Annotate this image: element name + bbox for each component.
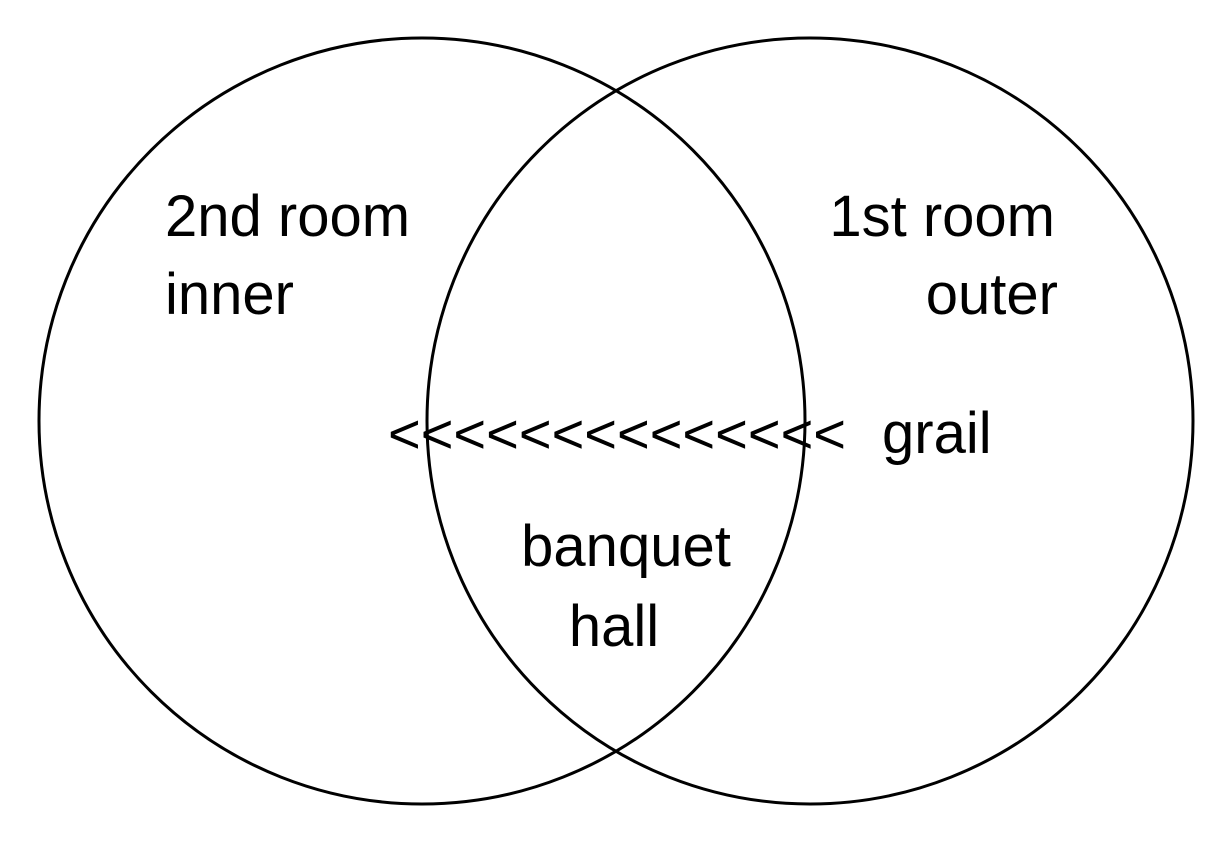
overlap-label-line2: hall [569, 594, 659, 659]
right-circle [425, 36, 1195, 806]
grail-label: grail [882, 401, 992, 466]
overlap-label-line1: banquet [521, 514, 731, 579]
left-circle [37, 36, 807, 806]
left-circle-label-line2: inner [165, 262, 294, 327]
arrow-chevrons: <<<<<<<<<<<<<< [388, 402, 846, 465]
right-circle-label-line1: 1st room [829, 184, 1055, 249]
left-circle-label-line1: 2nd room [165, 184, 410, 249]
right-circle-label-line2: outer [926, 262, 1058, 327]
